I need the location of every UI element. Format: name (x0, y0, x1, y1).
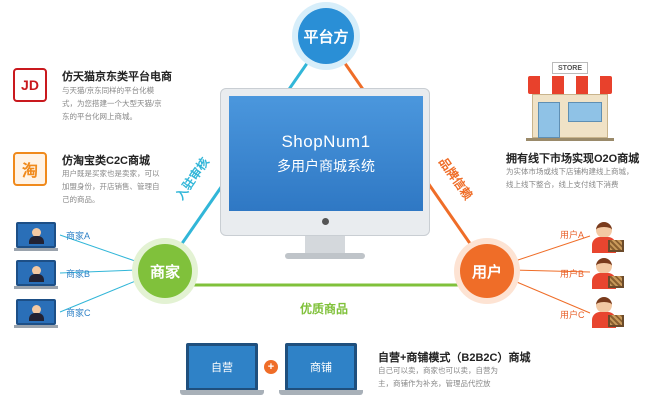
merchant-b-label: 商家B (66, 269, 91, 279)
user-b-label: 用户B (560, 269, 585, 279)
merchant-a (14, 222, 58, 251)
platform-node: 平台方 (298, 8, 354, 64)
user-c-avatar (590, 297, 626, 329)
laptop-self-operated: 自营 (186, 343, 258, 391)
user-c-label: 用户C (560, 310, 585, 320)
laptop-self-operated-base (180, 390, 264, 395)
taobao-title: 仿淘宝类C2C商城 (62, 155, 151, 167)
shopping-basket-icon (608, 276, 624, 288)
connector-merchant-a (59, 234, 139, 263)
taobao-desc: 用户既是买家也是卖家，可以加盟身份，开店销售、管理自己的商品。 (62, 169, 160, 204)
monitor-screen: ShopNum1 多用户商城系统 (229, 96, 423, 211)
monitor: ShopNum1 多用户商城系统 (220, 88, 430, 236)
taobao-badge: 淘 (13, 152, 47, 186)
merchant-c (14, 299, 58, 328)
jd-title: 仿天猫京东类平台电商 (62, 71, 172, 83)
merchant-c-label: 商家C (66, 308, 91, 318)
monitor-base (285, 253, 365, 259)
connector-user-c (511, 279, 591, 314)
edge-label-bottom: 优质商品 (300, 302, 349, 316)
laptop-shop: 商铺 (285, 343, 357, 391)
monitor-neck (305, 236, 345, 254)
user-node-label: 用户 (471, 263, 502, 281)
store-sign-text: STORE (558, 64, 582, 72)
b2b2c-desc: 自己可以卖，商家也可以卖，自营为主，商铺作为补充，管理品代控放 (378, 366, 498, 388)
plus-badge-text: + (267, 361, 275, 373)
user-a-avatar (590, 222, 626, 254)
jd-desc: 与天猫/京东同样的平台化模式，为您搭建一个大型天猫/京东的平台化网上商城。 (62, 86, 162, 121)
plus-badge: + (264, 360, 278, 374)
merchant-laptop-icon (16, 299, 56, 325)
taobao-badge-text: 淘 (21, 163, 38, 180)
b2b2c-title: 自营+商铺模式（B2B2C）商城 (378, 352, 531, 364)
merchant-laptop-icon (16, 260, 56, 286)
user-a-label: 用户A (560, 230, 585, 240)
merchant-b (14, 260, 58, 289)
store-icon: STORE (524, 62, 616, 141)
laptop-self-operated-label: 自营 (211, 362, 233, 374)
platform-node-label: 平台方 (303, 28, 349, 46)
merchant-node: 商家 (138, 244, 192, 298)
user-b-avatar (590, 258, 626, 290)
monitor-camera (322, 218, 329, 225)
monitor-subtitle: 多用户商城系统 (277, 157, 375, 174)
shopping-basket-icon (608, 240, 624, 252)
connector-user-a (511, 235, 591, 263)
user-node: 用户 (460, 244, 514, 298)
laptop-shop-base (279, 390, 363, 395)
store-title: 拥有线下市场实现O2O商城 (506, 153, 640, 165)
jd-badge-text: JD (21, 77, 39, 93)
connector-merchant-b (59, 269, 139, 274)
jd-badge: JD (13, 68, 47, 102)
merchant-a-label: 商家A (66, 231, 91, 241)
shopping-basket-icon (608, 315, 624, 327)
laptop-shop-label: 商铺 (310, 362, 332, 374)
merchant-node-label: 商家 (149, 263, 180, 281)
connector-user-b (511, 269, 591, 273)
merchant-laptop-icon (16, 222, 56, 248)
store-sign: STORE (552, 62, 588, 74)
store-desc: 为实体市场或线下店铺构建线上商城，线上线下整合，线上支付线下消费 (506, 167, 634, 189)
connector-merchant-c (59, 279, 139, 313)
monitor-title: ShopNum1 (281, 131, 371, 151)
